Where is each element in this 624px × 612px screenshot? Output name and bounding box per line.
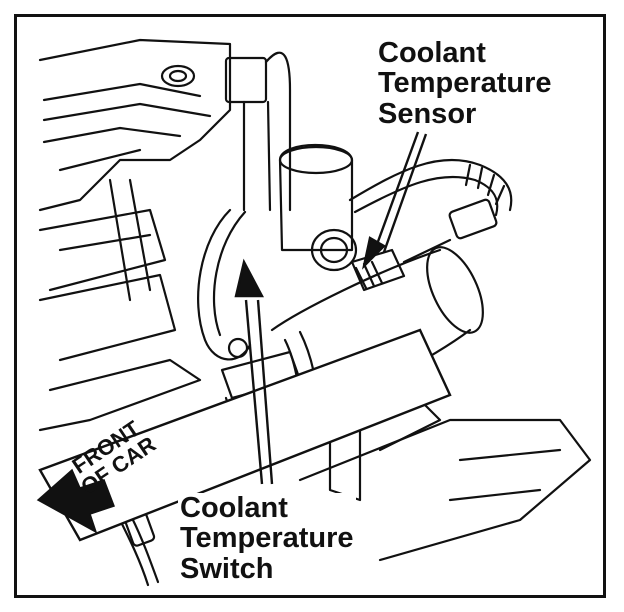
manifold-pipe-mid xyxy=(58,233,152,252)
arrow-left-icon xyxy=(36,468,115,534)
left-harness-2 xyxy=(212,210,247,337)
sensor-leader-1 xyxy=(370,131,420,259)
switch-label-line-2: Temperature xyxy=(180,522,354,555)
engine-rib-3 xyxy=(42,126,182,144)
manifold-pipe-lower xyxy=(38,273,177,362)
lower-base xyxy=(298,418,592,562)
top-connector-wire xyxy=(264,51,292,212)
switch-leader-1 xyxy=(244,299,264,485)
engine-rib-2 xyxy=(42,102,212,122)
sensor-wire xyxy=(402,238,452,264)
sensor-label-line-1: Coolant xyxy=(378,37,486,69)
engine-boss-inner xyxy=(168,69,188,83)
top-connector xyxy=(224,56,268,104)
engine-block-outline xyxy=(38,38,232,212)
harness-lower xyxy=(353,175,499,217)
manifold-pipe-bottom xyxy=(38,358,202,432)
left-harness xyxy=(197,208,252,361)
top-connector-wire-3 xyxy=(266,100,272,212)
harness-connector xyxy=(448,198,498,240)
switch-arrowhead xyxy=(234,258,264,298)
sensor-body xyxy=(350,248,406,292)
sensor-label-line-3: Sensor xyxy=(378,97,477,130)
bottom-plug-2 xyxy=(130,516,160,584)
tube-end xyxy=(426,246,484,334)
manifold-pipe-upper xyxy=(38,208,167,292)
harness-upper xyxy=(348,158,513,212)
manifold-bracket xyxy=(108,178,152,302)
switch-leader-2 xyxy=(256,299,274,485)
housing-outlet xyxy=(310,228,358,272)
engine-rib-1 xyxy=(42,82,202,102)
sensor-label-line-2: Temperature xyxy=(378,67,552,100)
switch-label-line-3: Switch xyxy=(180,552,274,585)
bottom-plug xyxy=(118,518,150,587)
engine-rib-4 xyxy=(58,148,142,172)
housing-outlet-inner xyxy=(319,236,349,264)
sensor-leader-2 xyxy=(382,133,428,253)
mount-bolt xyxy=(227,337,249,359)
tube-top xyxy=(270,248,442,332)
sensor-arrowhead xyxy=(361,236,386,270)
sensor-threads xyxy=(354,260,384,290)
lower-base-2 xyxy=(448,448,562,502)
engine-boss xyxy=(160,64,196,88)
switch-label-line-1: Coolant xyxy=(180,492,288,524)
housing-neck-top xyxy=(278,145,354,175)
coolant-temperature-sensor-label: Coolant Temperature Sensor xyxy=(378,37,552,130)
coolant-temperature-switch-label: Coolant Temperature Switch xyxy=(178,493,356,584)
harness-ribs xyxy=(464,163,506,206)
